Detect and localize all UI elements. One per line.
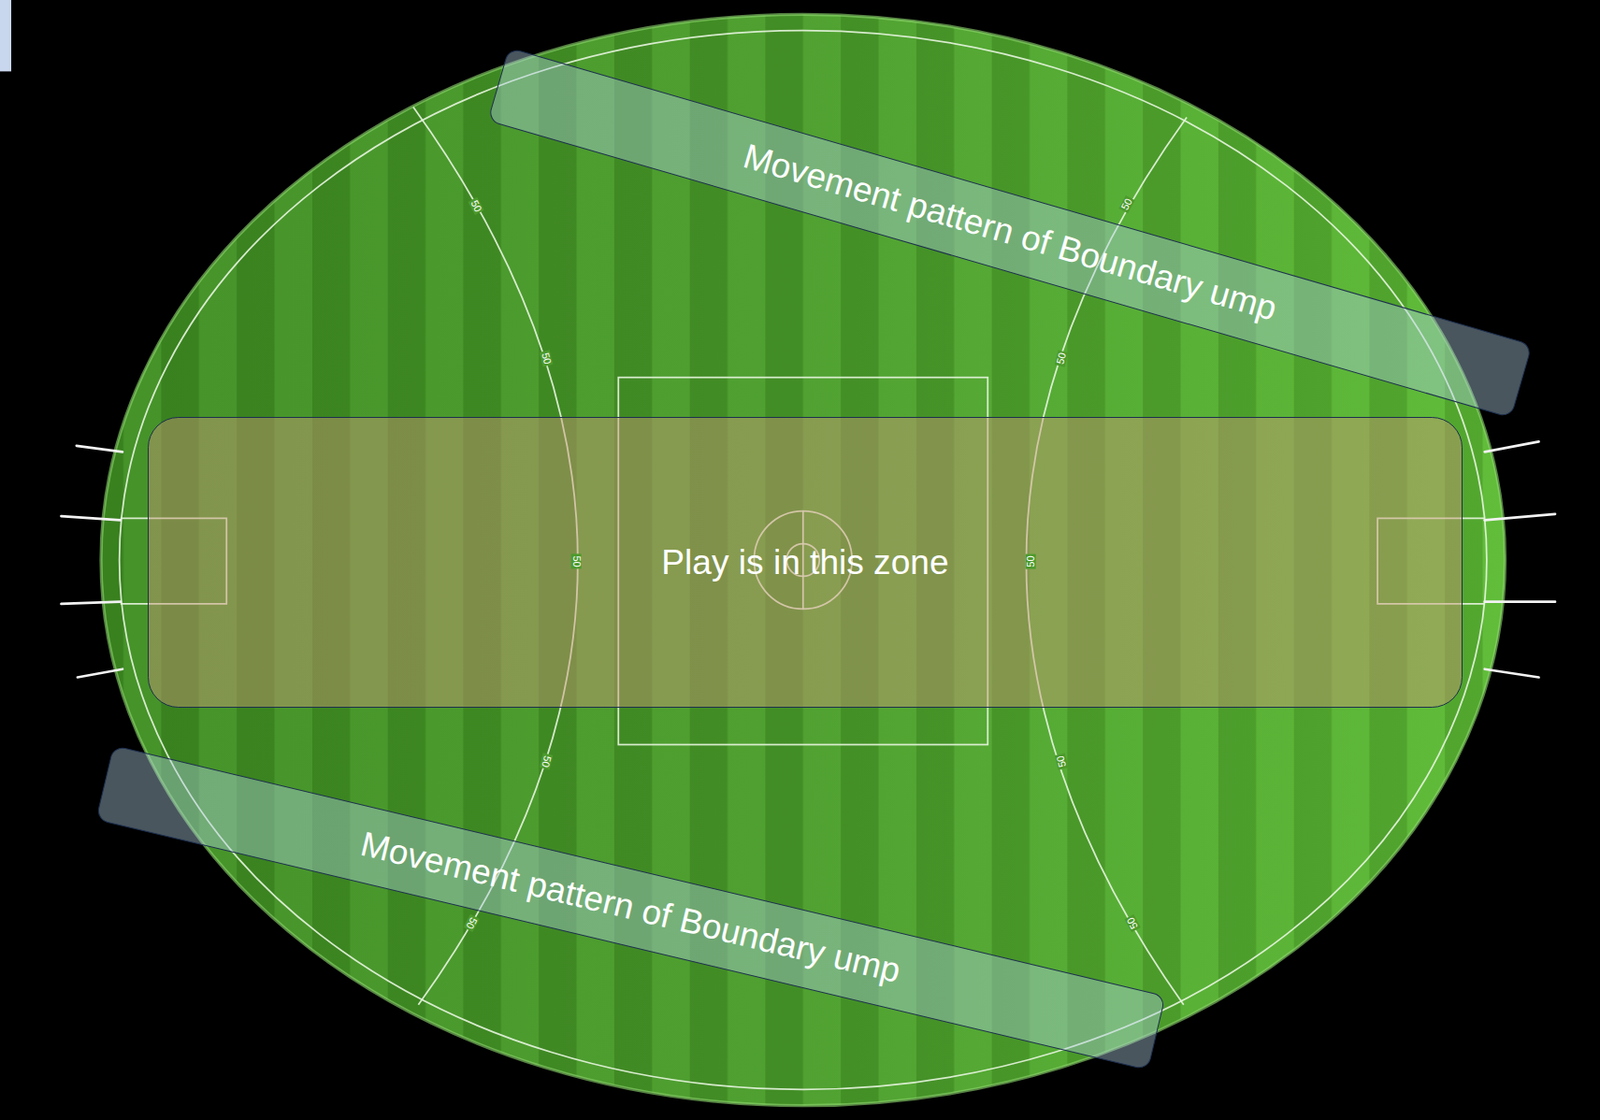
goal-post [60, 516, 120, 520]
distance-mark: 50 [462, 914, 479, 934]
corner-tab [0, 0, 12, 72]
distance-mark: 50 [1054, 349, 1069, 367]
distance-mark: 50 [1025, 553, 1037, 569]
distance-mark: 50 [571, 553, 582, 569]
goal-post [76, 446, 123, 453]
oval-edge [100, 14, 1505, 1106]
distance-mark: 50 [538, 752, 553, 770]
goal-post [1484, 600, 1556, 604]
distance-mark: 50 [1124, 914, 1141, 934]
goal-post [1484, 514, 1556, 521]
goal-post [77, 669, 123, 678]
zone-label: Movement pattern of Boundary ump [738, 136, 1282, 330]
zone-label: Play is in this zone [661, 542, 949, 583]
distance-mark: 50 [1118, 194, 1135, 214]
goal-post [1484, 441, 1540, 452]
boundary-line [119, 30, 1487, 1091]
distance-mark: 50 [538, 349, 553, 367]
distance-mark: 50 [468, 197, 485, 217]
movement-band: Movement pattern of Boundary ump [487, 46, 1533, 419]
distance-mark: 50 [1054, 752, 1069, 770]
goal-post [1484, 669, 1540, 678]
goal-post [60, 602, 120, 605]
movement-band: Movement pattern of Boundary ump [95, 745, 1166, 1071]
zone-label: Movement pattern of Boundary ump [357, 824, 906, 993]
play-zone: Play is in this zone [147, 417, 1462, 708]
